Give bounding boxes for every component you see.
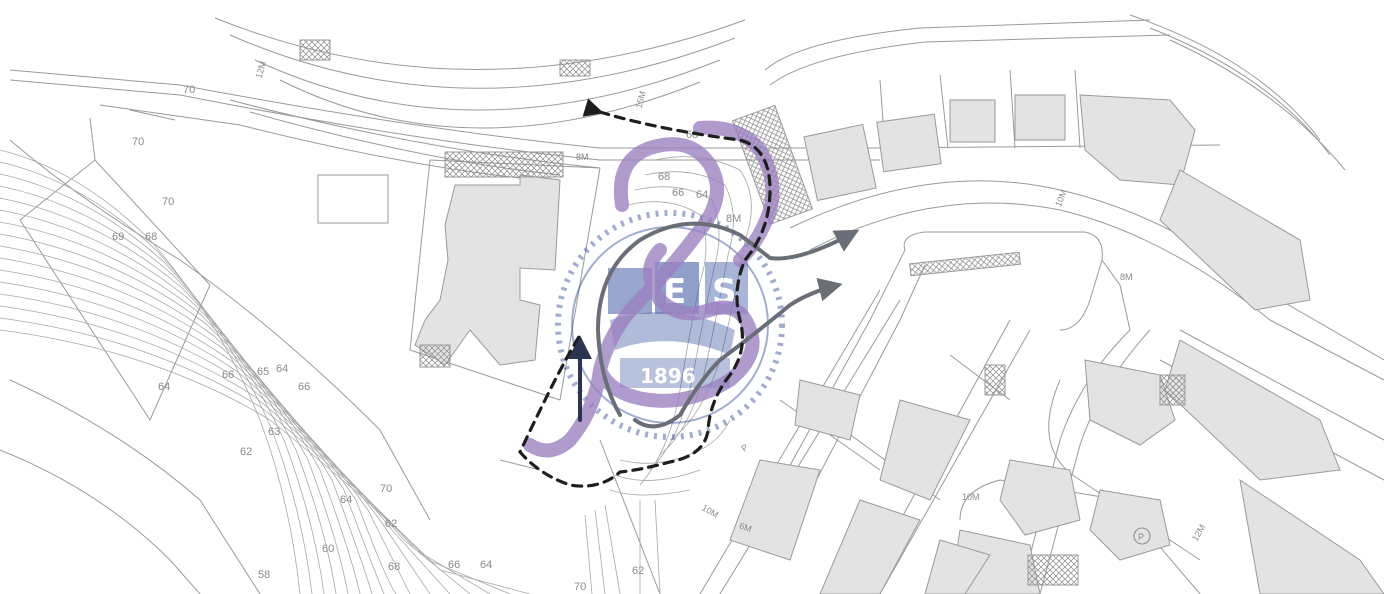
map-label: 66 (222, 369, 234, 381)
map-label: 8M (576, 152, 589, 162)
parking-icon (1133, 527, 1151, 545)
map-label: 66 (298, 381, 310, 393)
map-label: 15M (634, 90, 648, 110)
map-label: 70 (574, 581, 586, 593)
map-label: 64 (340, 494, 352, 506)
purple-circulation-path (523, 120, 780, 458)
map-label: 6M (738, 520, 753, 534)
map-label: 58 (258, 569, 270, 581)
map-labels: 70 70 70 70 69 68 66 64 65 64 62 63 66 6… (112, 60, 1207, 593)
map-label: 68 (658, 171, 670, 183)
map-label: 64 (696, 189, 708, 201)
map-label: 8M (726, 213, 741, 225)
contour-lines (0, 149, 752, 594)
map-label: 68 (388, 561, 400, 573)
map-label: 10M (962, 492, 980, 502)
map-label: 10M (700, 503, 720, 520)
map-label: 12M (254, 60, 268, 80)
map-label: 63 (268, 426, 280, 438)
map-label: 64 (480, 559, 492, 571)
map-label: P (1138, 532, 1144, 542)
map-label: 12M (1190, 523, 1207, 543)
dashed-route (518, 98, 772, 488)
map-label: 70 (183, 84, 195, 96)
map-label: 70 (162, 196, 174, 208)
map-label: 10M (1053, 188, 1068, 208)
map-label: 8M (1120, 272, 1133, 282)
watermark-year: 1896 (640, 364, 696, 388)
map-label: P (739, 442, 750, 454)
map-label: 64 (276, 363, 288, 375)
map-label: 62 (385, 518, 397, 530)
map-label: 68 (145, 231, 157, 243)
map-label: 69 (112, 231, 124, 243)
map-label: 65 (257, 366, 269, 378)
map-label: 60 (322, 543, 334, 555)
map-label: 64 (158, 381, 170, 393)
buildings (299, 39, 1384, 594)
map-label: 62 (632, 565, 644, 577)
map-label: 70 (132, 136, 144, 148)
map-label: 66 (448, 559, 460, 571)
map-label: 66 (672, 187, 684, 199)
map-label: 70 (380, 483, 392, 495)
map-label: 62 (240, 446, 252, 458)
gray-flow-arrows (595, 221, 860, 429)
